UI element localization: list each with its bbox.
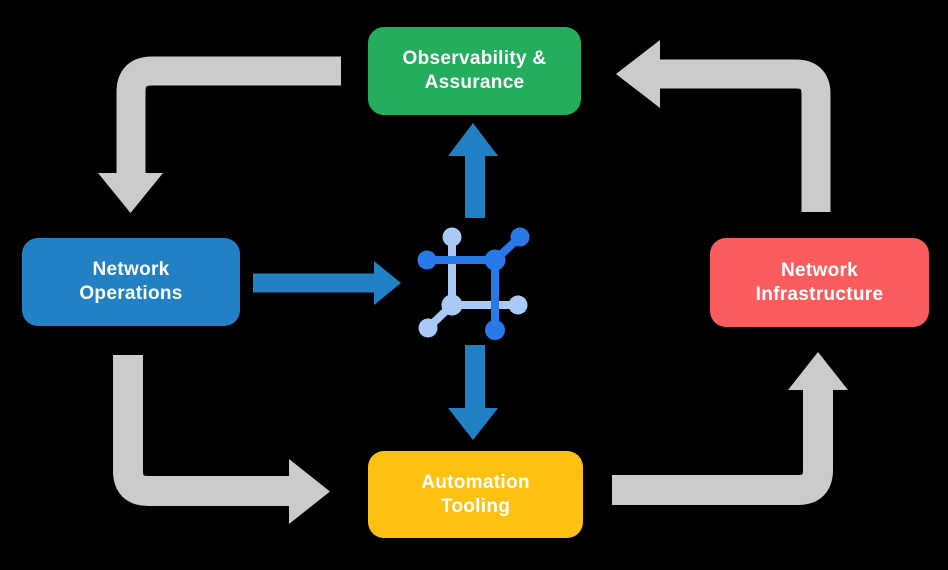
blue-arrow-icon-to-automation (448, 345, 498, 440)
node-infrastructure-label-line1: Network (780, 259, 859, 281)
node-automation-label-line2: Tooling (440, 495, 511, 517)
network-mesh-icon-dark-part (417, 227, 530, 340)
blue-arrow-operations-to-icon (253, 261, 401, 305)
node-operations-label-line2: Operations (79, 283, 183, 304)
gray-arrow-operations-to-automation (113, 355, 330, 524)
node-operations-label-line1: Network (92, 259, 170, 280)
network-mesh-icon-light-part (418, 227, 528, 338)
node-automation-tooling: Automation Tooling (368, 451, 583, 538)
node-observability-label-line1: Observability & (402, 48, 547, 69)
node-infrastructure-label-line2: Infrastructure (755, 283, 884, 305)
gray-arrow-observability-to-operations (98, 56, 341, 213)
node-network-operations: Network Operations (22, 238, 240, 326)
network-mesh-icon (417, 227, 530, 340)
node-network-infrastructure: Network Infrastructure (710, 238, 929, 327)
gray-arrow-automation-to-infrastructure (612, 352, 848, 505)
node-observability-assurance: Observability & Assurance (368, 27, 581, 115)
gray-arrow-infrastructure-to-observability (616, 40, 831, 212)
node-automation-label-line1: Automation (421, 471, 530, 493)
node-observability-label-line2: Assurance (424, 72, 525, 93)
blue-arrow-icon-to-observability (448, 123, 498, 218)
